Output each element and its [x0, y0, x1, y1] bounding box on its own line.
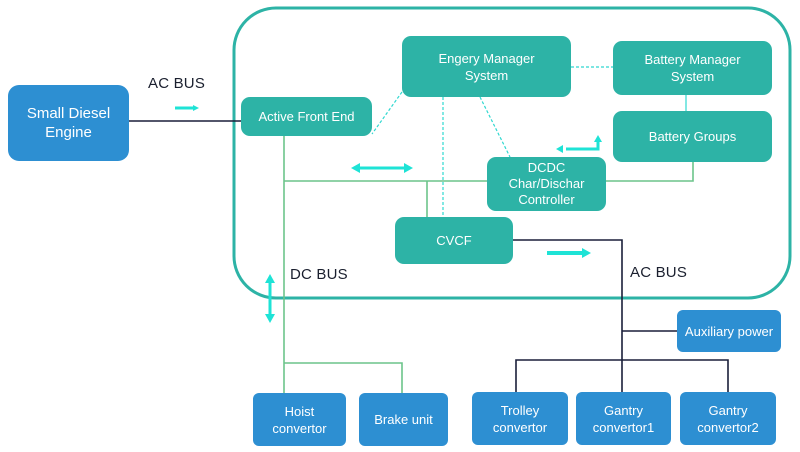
node-energy-manager-system[interactable]: Engery Manager System — [402, 36, 571, 97]
ac-bus-lines — [513, 239, 729, 394]
ems-to-afe-line — [371, 91, 403, 135]
node-brake-unit[interactable]: Brake unit — [359, 393, 448, 446]
flow-arrows — [175, 105, 602, 323]
ac-input-arrow — [175, 105, 199, 111]
node-trolley-convertor[interactable]: Trolley convertor — [472, 392, 568, 445]
node-battery-groups[interactable]: Battery Groups — [613, 111, 772, 162]
node-active-front-end[interactable]: Active Front End — [241, 97, 372, 136]
dc-bus-to-brake-line — [284, 362, 403, 394]
system-container — [232, 6, 792, 300]
node-dcdc-controller[interactable]: DCDC Char/Dischar Controller — [487, 157, 606, 211]
cvcf-to-ac-bus-line — [513, 239, 623, 394]
node-diesel-engine[interactable]: Small Diesel Engine — [8, 85, 129, 161]
node-battery-manager-system[interactable]: Battery Manager System — [613, 41, 772, 95]
ac-bus-branch-line — [515, 359, 729, 392]
node-auxiliary-power[interactable]: Auxiliary power — [677, 310, 781, 352]
dc-bidirectional-arrow — [351, 163, 413, 173]
dcdc-to-battery-line — [606, 162, 694, 182]
node-hoist-convertor[interactable]: Hoist convertor — [253, 393, 346, 446]
dc-vertical-bidirectional-arrow — [265, 274, 275, 323]
node-gantry-convertor2[interactable]: Gantry convertor2 — [680, 392, 776, 445]
ac-bus-label-bottom: AC BUS — [630, 264, 688, 281]
ac-output-arrow — [547, 248, 591, 258]
ems-to-dcdc-line — [479, 96, 511, 158]
dc-bus-label: DC BUS — [290, 266, 348, 283]
ac-bus-label-top: AC BUS — [148, 75, 206, 92]
node-gantry-convertor1[interactable]: Gantry convertor1 — [576, 392, 671, 445]
control-lines — [371, 66, 613, 217]
battery-charge-arrow — [556, 135, 602, 153]
node-cvcf[interactable]: CVCF — [395, 217, 513, 264]
dc-bus-lines — [283, 136, 694, 394]
